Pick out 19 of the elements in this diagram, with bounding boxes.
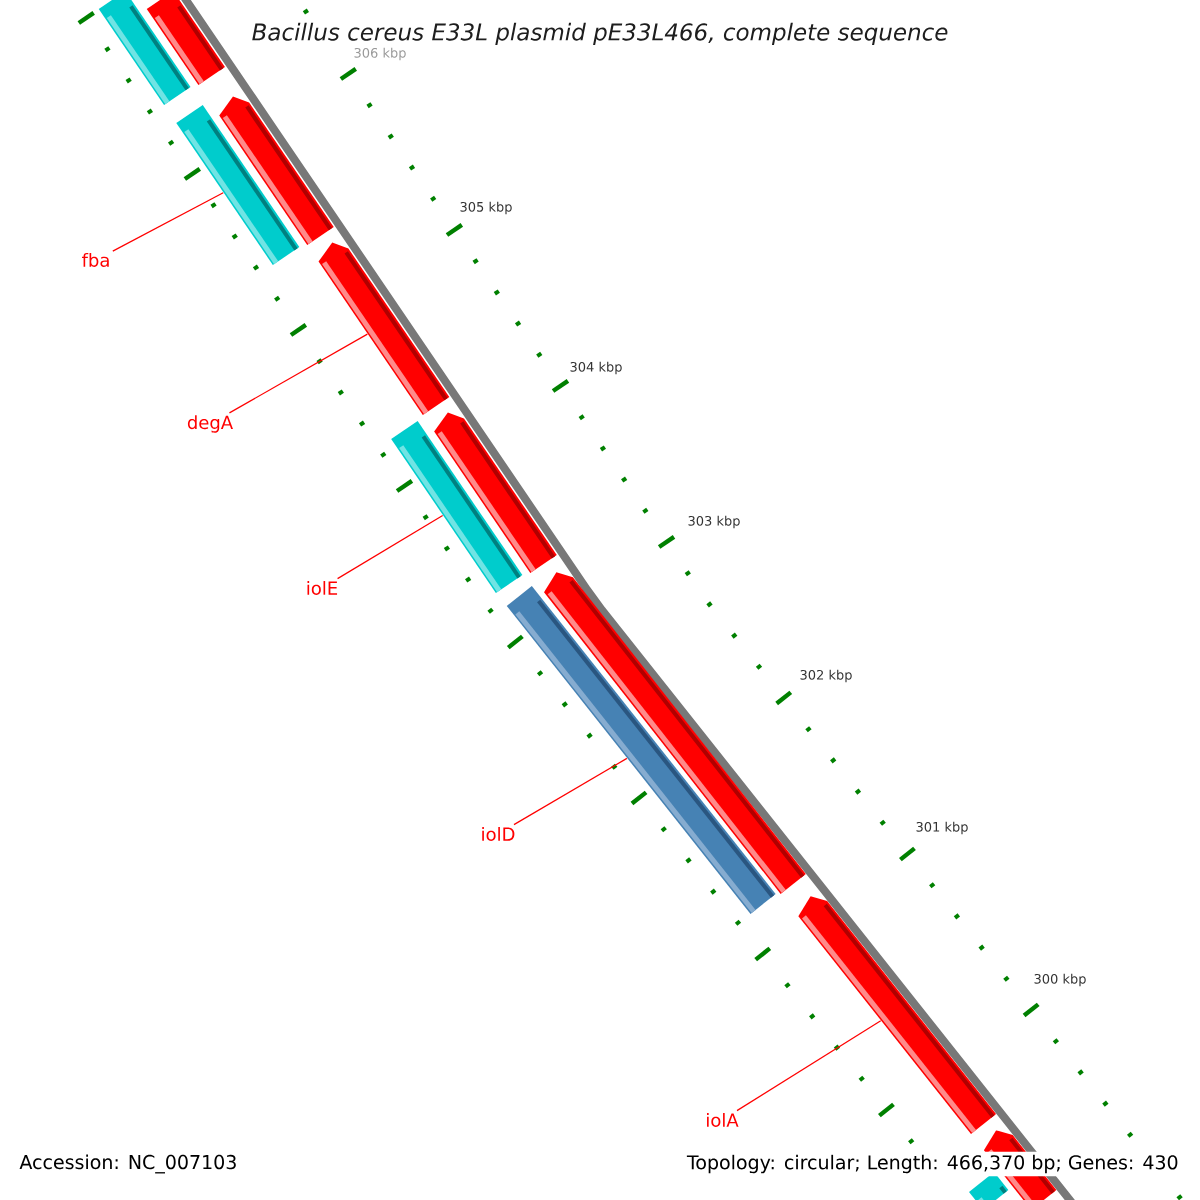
- gene-bar: [798, 896, 997, 1134]
- gene-bar: [969, 1172, 1009, 1200]
- leader-line: [513, 757, 628, 826]
- gene-label: iolE: [307, 581, 338, 595]
- gene-label: iolA: [707, 1113, 739, 1127]
- leader-line: [228, 333, 368, 414]
- gene-label: degA: [187, 415, 233, 433]
- gene-bar: [176, 105, 300, 265]
- title: Bacillus cereus E33L plasmid pE33L466, complete sequence: [247, 18, 953, 50]
- summary-text: Topology: circular; Length: 466,370 bp; Genes: 430: [683, 1151, 1182, 1177]
- leader-line: [736, 1020, 882, 1112]
- gene-bar: [318, 242, 450, 415]
- accession-text: Accession: NC_007103: [16, 1151, 241, 1177]
- gene-label: fba: [82, 253, 109, 267]
- leader-line: [336, 514, 444, 580]
- gene-bar: [98, 0, 191, 105]
- gene-label: iolD: [482, 827, 515, 841]
- gene-bar: [391, 421, 523, 593]
- leader-line: [112, 192, 224, 252]
